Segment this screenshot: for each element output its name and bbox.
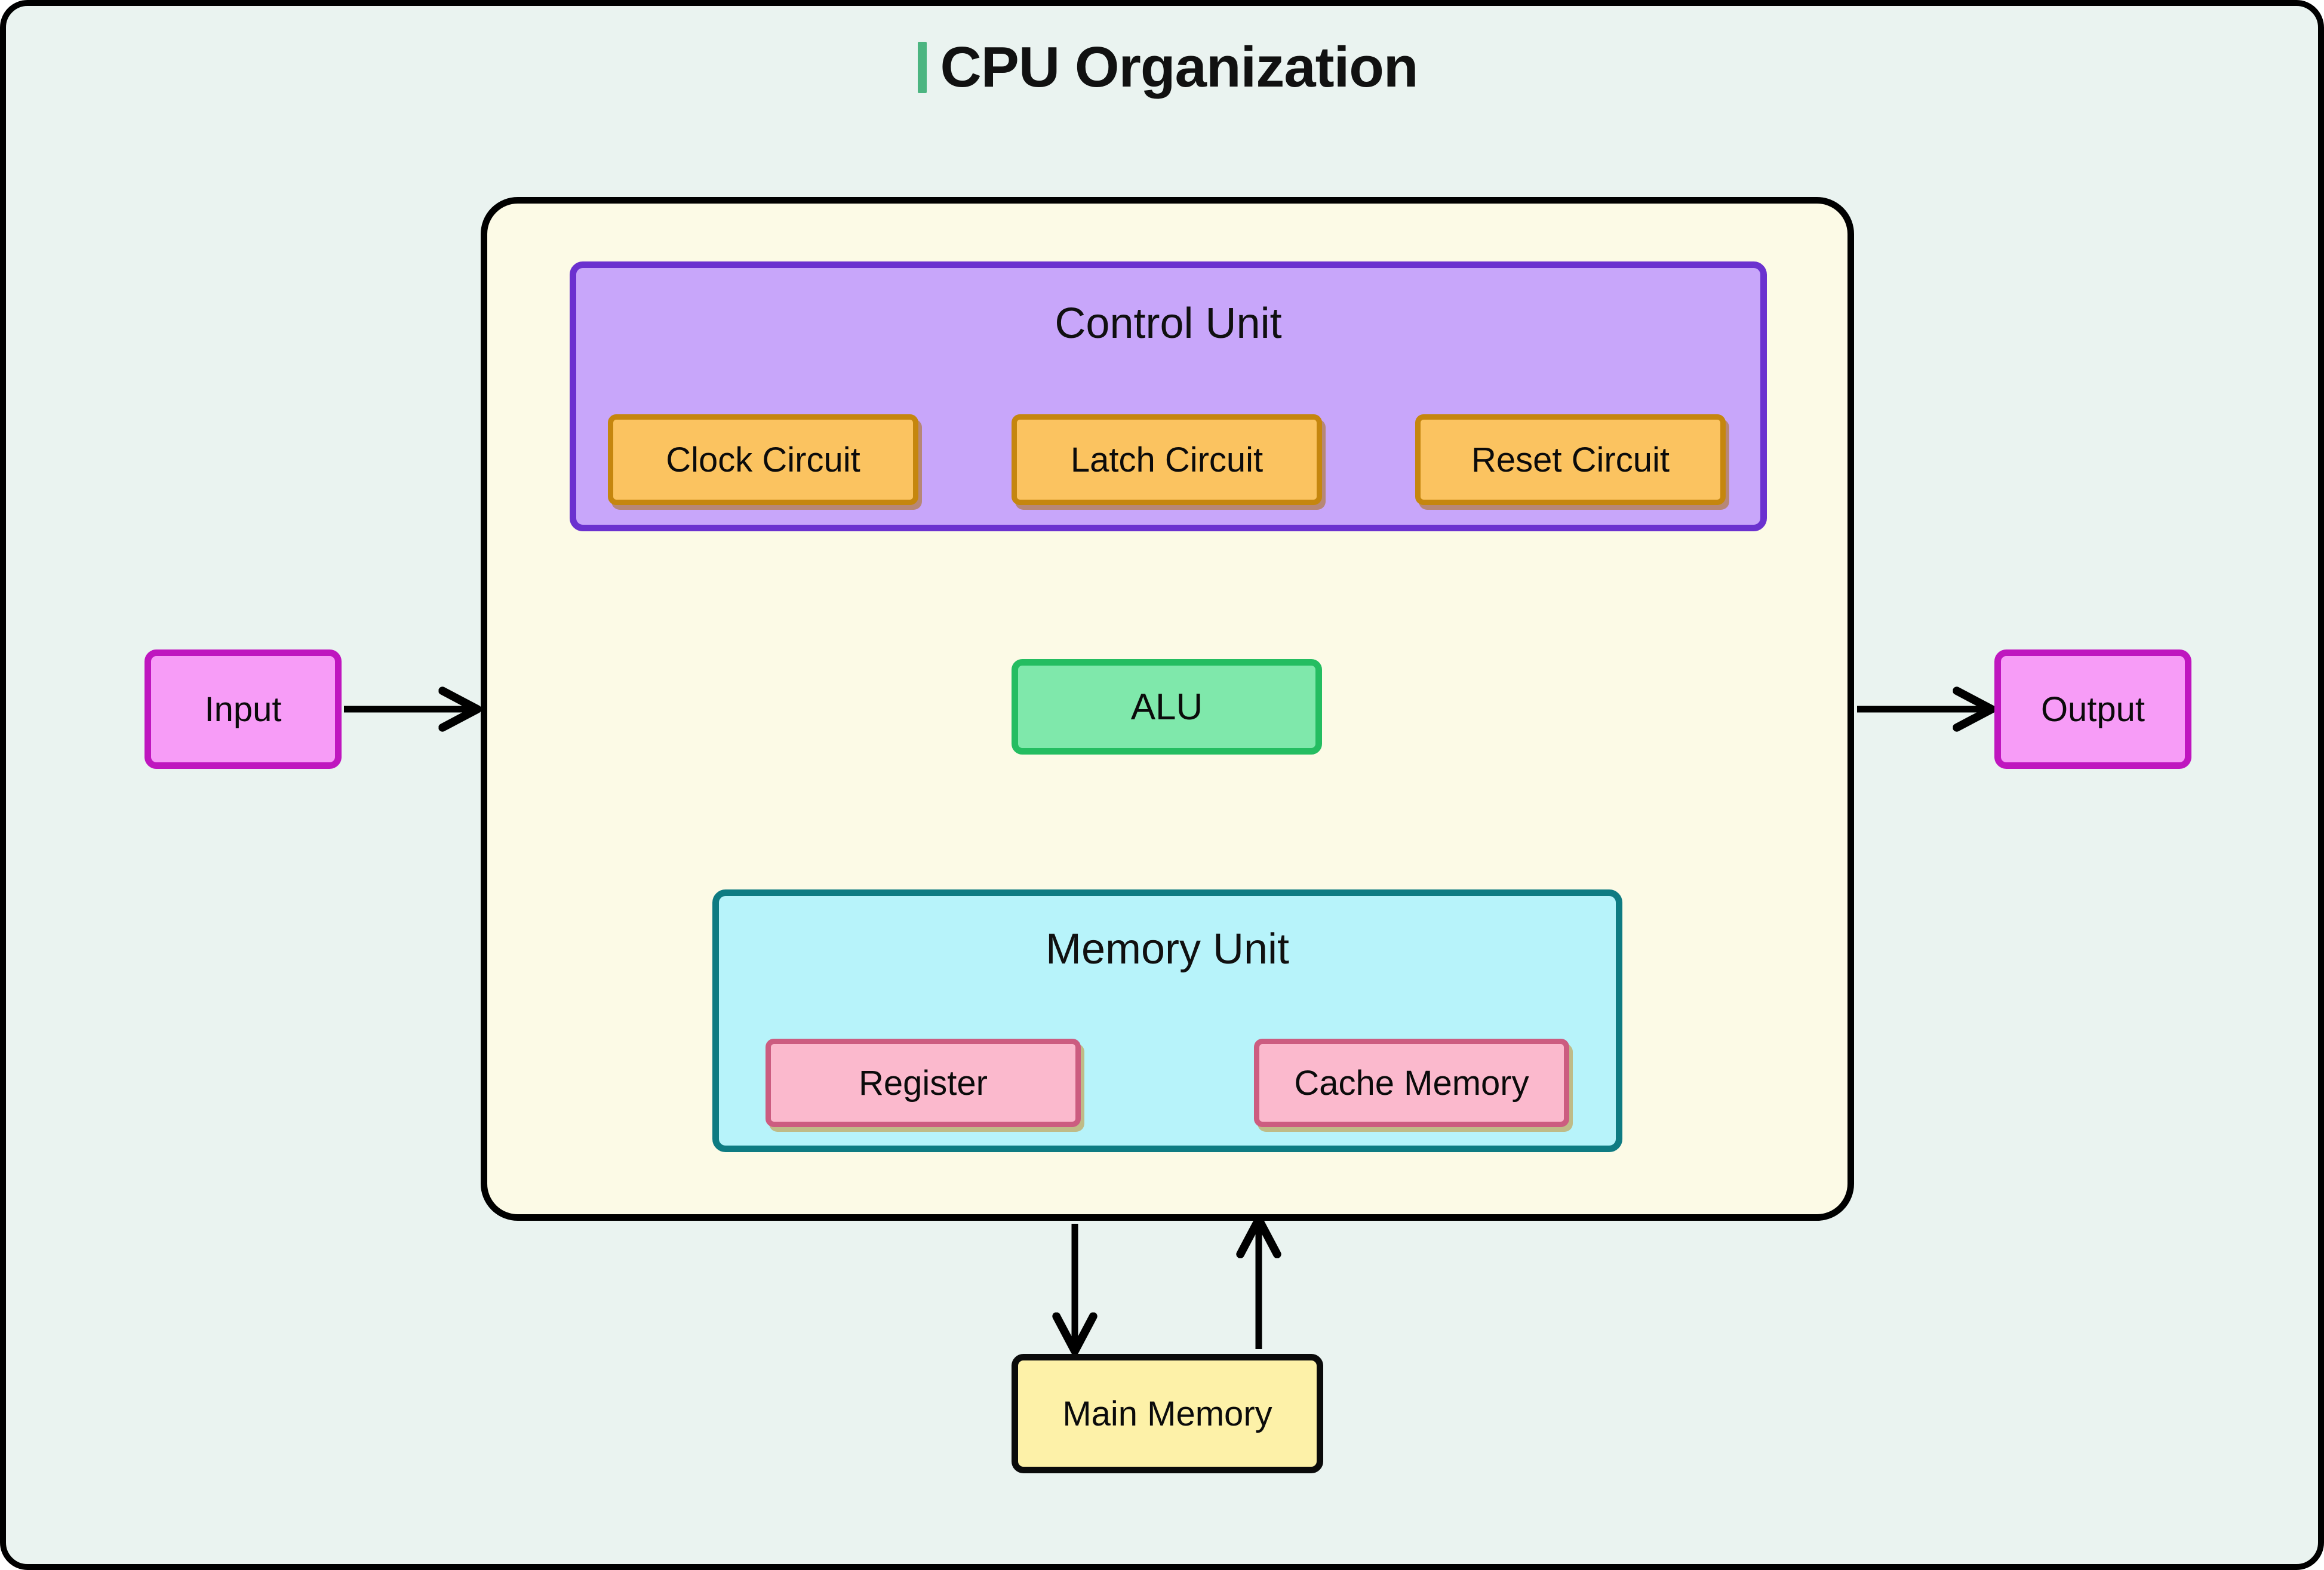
main-memory-block[interactable]: Main Memory xyxy=(1012,1354,1323,1473)
output-block[interactable]: Output xyxy=(1994,649,2191,769)
latch-circuit-chip[interactable]: Latch Circuit xyxy=(1012,414,1322,505)
alu-block[interactable]: ALU xyxy=(1012,659,1322,755)
title-accent-bar xyxy=(918,42,927,93)
register-chip[interactable]: Register xyxy=(766,1039,1081,1127)
clock-circuit-chip[interactable]: Clock Circuit xyxy=(608,414,918,505)
reset-circuit-chip[interactable]: Reset Circuit xyxy=(1415,414,1726,505)
memory-unit-label: Memory Unit xyxy=(1045,925,1290,973)
page-title: CPU Organization xyxy=(6,35,2318,100)
cache-memory-chip[interactable]: Cache Memory xyxy=(1254,1039,1569,1127)
page-title-text: CPU Organization xyxy=(940,35,1418,99)
control-unit-label: Control Unit xyxy=(1055,300,1282,347)
input-block[interactable]: Input xyxy=(145,649,342,769)
